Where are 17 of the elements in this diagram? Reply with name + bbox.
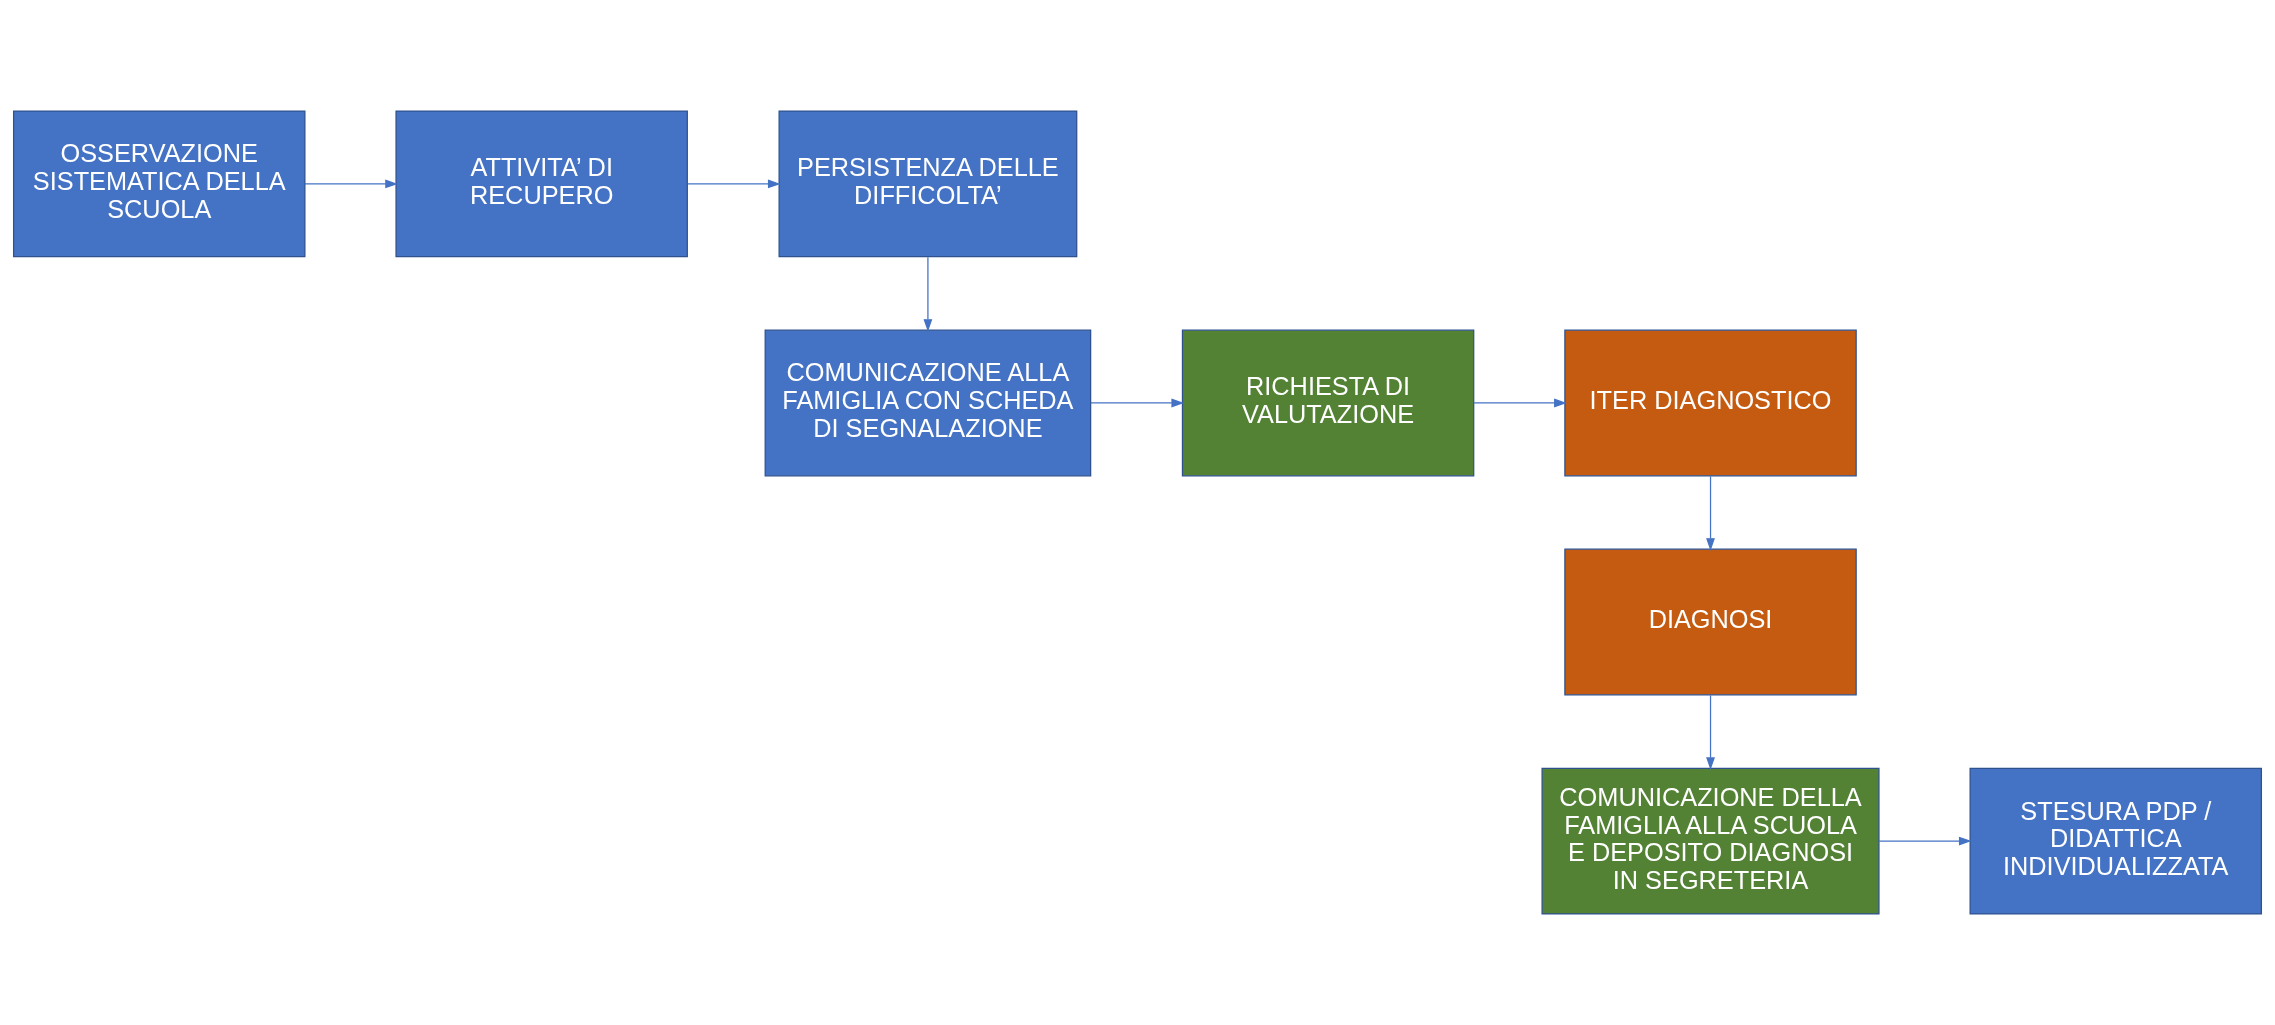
node-box: COMUNICAZIONE ALLA FAMIGLIA CON SCHEDA DI SEGNALAZIONE [764,329,1092,477]
node-box: RICHIESTA DI VALUTAZIONE [1181,329,1475,477]
node-box: PERSISTENZA DELLE DIFFICOLTA’ [778,110,1078,258]
node-box: DIAGNOSI [1564,548,1857,696]
arrow [687,179,781,189]
node-box: COMUNICAZIONE DELLA FAMIGLIA ALLA SCUOLA E DEPOSITO DIAGNOSI IN SEGRETERIA [1541,767,1880,915]
node-box: OSSERVAZIONE SISTEMATICA DELLA SCUOLA [12,110,306,258]
arrow [1706,475,1715,551]
node-box: ITER DIAGNOSTICO [1564,329,1857,477]
arrow [923,256,933,332]
arrow [304,179,398,189]
arrow [1878,836,1972,846]
arrow [1090,398,1185,408]
arrow [1706,694,1715,770]
arrow [1473,398,1567,408]
node-box: ATTIVITA’ DI RECUPERO [395,110,688,258]
node-box: STESURA PDP / DIDATTICA INDIVIDUALIZZATA [1969,767,2263,915]
